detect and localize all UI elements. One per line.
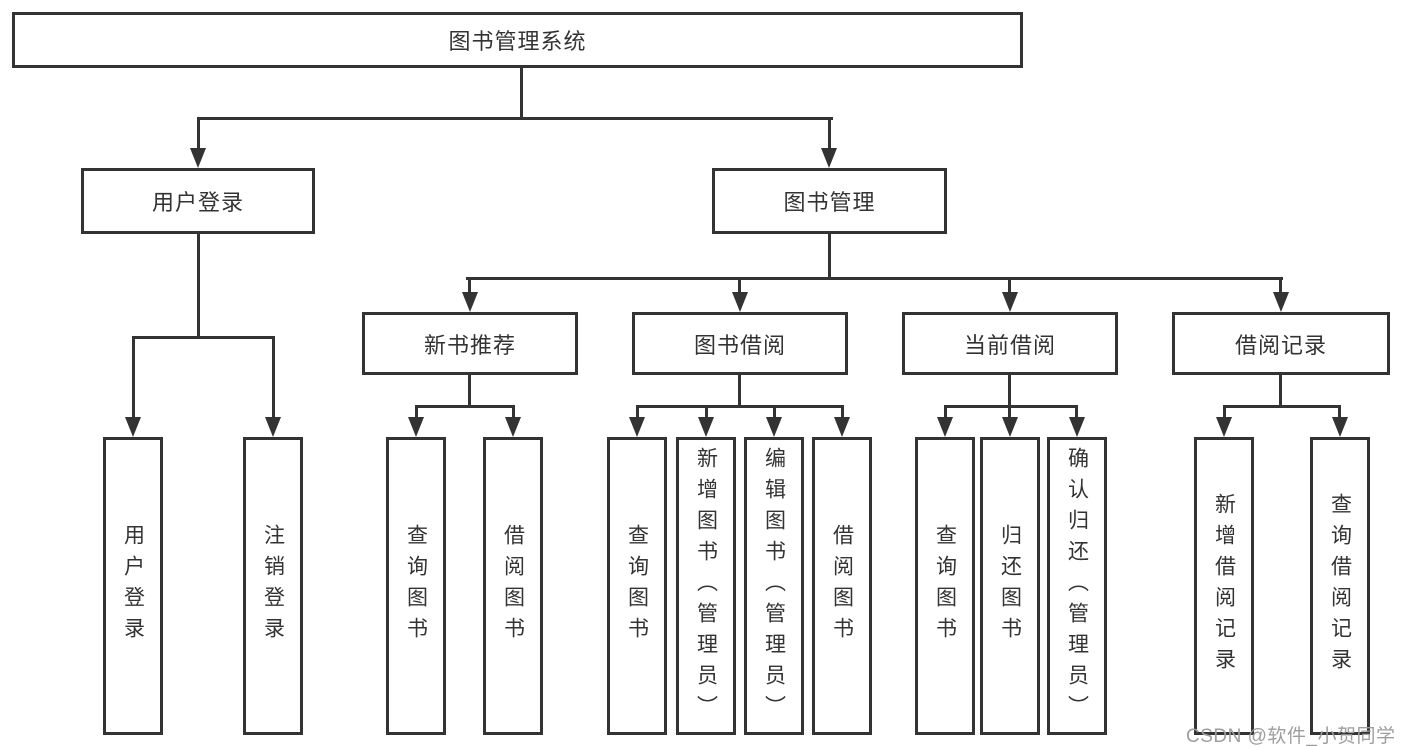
connector-drop-cb1 <box>944 405 947 419</box>
arrowhead-cb3 <box>1069 417 1085 437</box>
connector-userlogin-drop <box>197 234 200 338</box>
connector-root-drop <box>520 68 523 120</box>
connector-records-drop <box>1279 375 1282 407</box>
leaf-borrow-query: 查询图书 <box>607 437 667 735</box>
leaf-borrow-add-book-admin: 新增图书（管理员） <box>676 437 736 735</box>
node-root: 图书管理系统 <box>12 12 1023 68</box>
arrowhead-bb2 <box>698 417 714 437</box>
leaf-confirm-return-admin: 确认归还（管理员） <box>1047 437 1107 735</box>
arrowhead-rr2 <box>1332 417 1348 437</box>
node-current-borrow-label: 当前借阅 <box>963 332 1056 358</box>
connector-userlogin-bus <box>132 336 275 339</box>
node-user-login-label: 用户登录 <box>151 190 244 215</box>
connector-bookborrow-bus <box>636 405 844 408</box>
connector-drop-rr1 <box>1223 405 1226 419</box>
connector-newbook-drop <box>468 375 471 407</box>
leaf-borrow-edit-book-admin: 编辑图书（管理员） <box>744 437 804 735</box>
node-book-borrow: 图书借阅 <box>632 312 848 375</box>
node-root-label: 图书管理系统 <box>448 29 587 54</box>
arrowhead-new-book <box>462 292 478 312</box>
connector-bookmgmt-drop <box>828 234 831 280</box>
leaf-borrow-add-book-admin-label: 新增图书（管理员） <box>694 446 718 726</box>
node-borrow-records: 借阅记录 <box>1172 312 1390 375</box>
arrowhead-book-management <box>821 148 837 168</box>
connector-level3-bus <box>466 277 1283 280</box>
arrowhead-rr1 <box>1216 417 1232 437</box>
csdn-watermark: CSDN @软件_小贺同学 <box>1186 726 1396 747</box>
arrowhead-leaf-login <box>125 417 141 437</box>
connector-drop-rr2 <box>1338 405 1341 419</box>
node-book-management: 图书管理 <box>712 168 947 234</box>
node-new-book-recommend: 新书推荐 <box>362 312 578 375</box>
node-user-login: 用户登录 <box>81 168 315 234</box>
connector-drop-leaf-login <box>132 336 135 419</box>
connector-drop-book-management <box>828 117 831 150</box>
connector-drop-nb1 <box>415 405 418 419</box>
node-borrow-records-label: 借阅记录 <box>1234 332 1327 358</box>
leaf-add-borrow-record: 新增借阅记录 <box>1194 437 1254 735</box>
connector-drop-bb1 <box>636 405 639 419</box>
leaf-confirm-return-admin-label: 确认归还（管理员） <box>1065 446 1089 726</box>
node-current-borrow: 当前借阅 <box>902 312 1118 375</box>
arrowhead-leaf-logout <box>265 417 281 437</box>
connector-bookborrow-drop <box>738 375 741 407</box>
leaf-borrow-edit-book-admin-label: 编辑图书（管理员） <box>762 446 786 726</box>
arrowhead-bb4 <box>834 417 850 437</box>
arrowhead-user-login <box>190 148 206 168</box>
arrowhead-bb1 <box>629 417 645 437</box>
leaf-user-login-label: 用户登录 <box>121 524 145 648</box>
connector-drop-new-book <box>468 277 471 295</box>
connector-drop-current-borrow <box>1008 277 1011 295</box>
leaf-current-query-label: 查询图书 <box>933 524 957 648</box>
arrowhead-borrow-records <box>1273 292 1289 312</box>
connector-root-bus <box>197 117 833 120</box>
leaf-borrow-book-label: 借阅图书 <box>830 524 854 648</box>
connector-drop-nb2 <box>512 405 515 419</box>
arrowhead-cb2 <box>1002 417 1018 437</box>
leaf-newbook-query-label: 查询图书 <box>404 524 428 648</box>
node-book-management-label: 图书管理 <box>783 190 876 215</box>
leaf-return-book: 归还图书 <box>980 437 1040 735</box>
connector-currentborrow-drop <box>1008 375 1011 407</box>
arrowhead-current-borrow <box>1002 292 1018 312</box>
leaf-logout-label: 注销登录 <box>261 524 285 648</box>
connector-newbook-bus <box>415 405 515 408</box>
connector-drop-leaf-logout <box>272 336 275 419</box>
leaf-borrow-book: 借阅图书 <box>812 437 872 735</box>
leaf-borrow-query-label: 查询图书 <box>625 524 649 648</box>
connector-records-bus <box>1223 405 1341 408</box>
leaf-add-borrow-record-label: 新增借阅记录 <box>1212 493 1236 679</box>
node-book-borrow-label: 图书借阅 <box>693 332 786 358</box>
arrowhead-bb3 <box>766 417 782 437</box>
connector-drop-cb3 <box>1075 405 1078 419</box>
connector-currentborrow-bus <box>944 405 1078 408</box>
connector-drop-user-login <box>197 117 200 150</box>
arrowhead-nb1 <box>408 417 424 437</box>
leaf-newbook-query: 查询图书 <box>386 437 446 735</box>
leaf-user-login: 用户登录 <box>103 437 163 735</box>
leaf-query-borrow-record: 查询借阅记录 <box>1310 437 1370 735</box>
connector-drop-book-borrow <box>738 277 741 295</box>
arrowhead-book-borrow <box>732 292 748 312</box>
leaf-return-book-label: 归还图书 <box>998 524 1022 648</box>
connector-drop-cb2 <box>1008 405 1011 419</box>
connector-drop-bb4 <box>841 405 844 419</box>
arrowhead-cb1 <box>937 417 953 437</box>
leaf-logout: 注销登录 <box>243 437 303 735</box>
leaf-query-borrow-record-label: 查询借阅记录 <box>1328 493 1352 679</box>
node-new-book-recommend-label: 新书推荐 <box>423 332 516 358</box>
arrowhead-nb2 <box>505 417 521 437</box>
connector-drop-bb3 <box>773 405 776 419</box>
connector-drop-borrow-records <box>1279 277 1282 295</box>
leaf-newbook-borrow-label: 借阅图书 <box>501 524 525 648</box>
leaf-current-query: 查询图书 <box>915 437 975 735</box>
connector-drop-bb2 <box>705 405 708 419</box>
leaf-newbook-borrow: 借阅图书 <box>483 437 543 735</box>
